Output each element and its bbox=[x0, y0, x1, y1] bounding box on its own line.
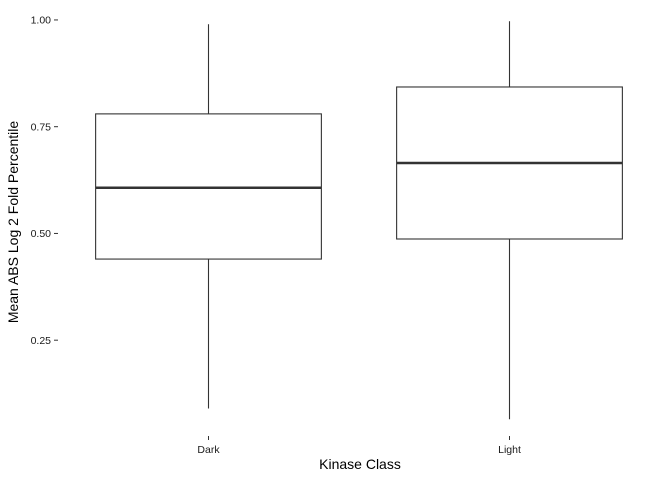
y-tick-label: 0.75 bbox=[31, 121, 52, 133]
x-tick-label: Light bbox=[498, 444, 521, 456]
box-light bbox=[396, 21, 623, 420]
y-tick-label: 0.25 bbox=[31, 335, 52, 347]
y-tick-label: 1.00 bbox=[31, 15, 52, 27]
y-axis: 0.25 0.50 0.75 1.00 bbox=[31, 15, 58, 347]
box-dark bbox=[95, 24, 322, 409]
y-axis-title: Mean ABS Log 2 Fold Percentile bbox=[5, 121, 21, 324]
x-axis-title: Kinase Class bbox=[319, 456, 401, 472]
y-tick-label: 0.50 bbox=[31, 228, 52, 240]
x-axis: Dark Light bbox=[197, 436, 521, 456]
x-tick-label: Dark bbox=[197, 444, 220, 456]
plot-area bbox=[95, 21, 623, 420]
